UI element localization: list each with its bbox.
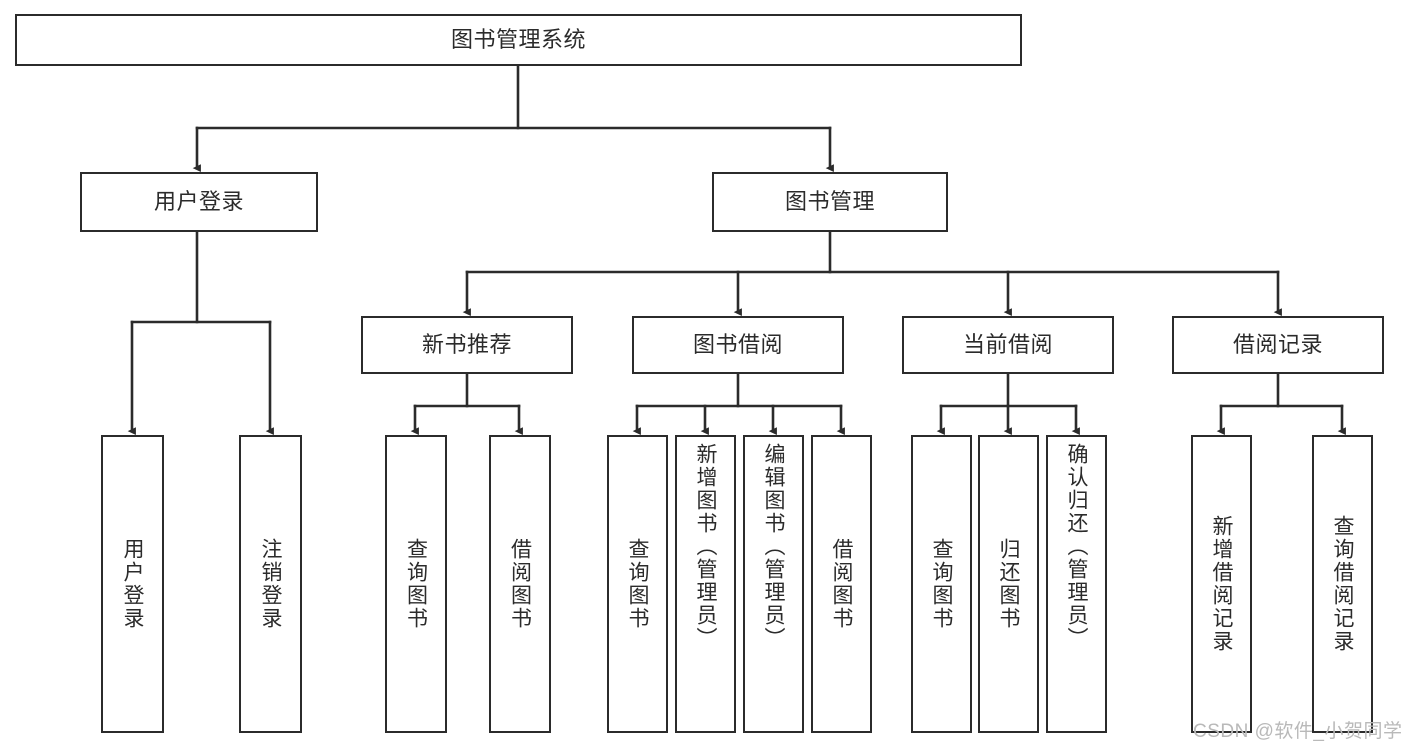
node-label: 查询图书: [930, 538, 953, 630]
node-label: 用户登录: [153, 188, 244, 214]
node-root-book-management-system[interactable]: 图书管理系统: [15, 14, 1022, 66]
node-label: 新增图书（管理员）: [694, 443, 717, 650]
node-label: 借阅记录: [1232, 331, 1323, 357]
node-book-management[interactable]: 图书管理: [712, 172, 948, 232]
connectors-userlogin-to-leaves: [127, 230, 274, 436]
node-label: 注销登录: [259, 538, 282, 630]
node-label: 查询图书: [404, 538, 428, 630]
connectors-root-to-level1: [192, 64, 834, 173]
node-label: 编辑图书（管理员）: [762, 443, 785, 650]
node-leaf-query-book-current[interactable]: 查询图书: [911, 435, 972, 733]
node-leaf-borrow-book-recommend[interactable]: 借阅图书: [489, 435, 551, 733]
node-user-login[interactable]: 用户登录: [80, 172, 318, 232]
node-label: 新增借阅记录: [1210, 515, 1233, 653]
node-leaf-edit-book[interactable]: 编辑图书（管理员）: [743, 435, 804, 733]
node-label: 图书管理系统: [450, 26, 586, 52]
connectors-borrowrecord-to-leaves: [1216, 373, 1346, 436]
connectors-currentborrow-to-leaves: [936, 373, 1080, 436]
connectors-newbook-to-leaves: [410, 373, 523, 436]
node-leaf-user-login[interactable]: 用户登录: [101, 435, 164, 733]
node-leaf-add-book[interactable]: 新增图书（管理员）: [675, 435, 736, 733]
node-label: 查询借阅记录: [1331, 515, 1354, 653]
node-leaf-query-book-borrow[interactable]: 查询图书: [607, 435, 668, 733]
connectors-bookborrow-to-leaves: [632, 373, 845, 436]
connectors-bookmgmt-to-level2: [462, 230, 1282, 317]
node-book-borrow[interactable]: 图书借阅: [632, 316, 844, 374]
node-label: 归还图书: [997, 538, 1020, 630]
node-current-borrow[interactable]: 当前借阅: [902, 316, 1114, 374]
node-label: 查询图书: [626, 538, 649, 630]
node-label: 确认归还（管理员）: [1065, 443, 1088, 650]
node-leaf-query-borrow-record[interactable]: 查询借阅记录: [1312, 435, 1373, 733]
csdn-watermark: CSDN @软件_小贺同学: [1193, 721, 1403, 742]
node-label: 用户登录: [121, 538, 144, 630]
node-leaf-logout-login[interactable]: 注销登录: [239, 435, 302, 733]
node-label: 借阅图书: [830, 538, 853, 630]
node-new-book-recommend[interactable]: 新书推荐: [361, 316, 573, 374]
node-leaf-borrow-book[interactable]: 借阅图书: [811, 435, 872, 733]
node-label: 图书借阅: [692, 331, 783, 357]
node-label: 借阅图书: [508, 538, 532, 630]
node-borrow-record[interactable]: 借阅记录: [1172, 316, 1384, 374]
node-leaf-return-book[interactable]: 归还图书: [978, 435, 1039, 733]
node-label: 当前借阅: [962, 331, 1053, 357]
node-leaf-confirm-return[interactable]: 确认归还（管理员）: [1046, 435, 1107, 733]
node-label: 新书推荐: [421, 331, 512, 357]
node-leaf-add-borrow-record[interactable]: 新增借阅记录: [1191, 435, 1252, 733]
node-label: 图书管理: [784, 188, 875, 214]
node-leaf-query-book-recommend[interactable]: 查询图书: [385, 435, 447, 733]
